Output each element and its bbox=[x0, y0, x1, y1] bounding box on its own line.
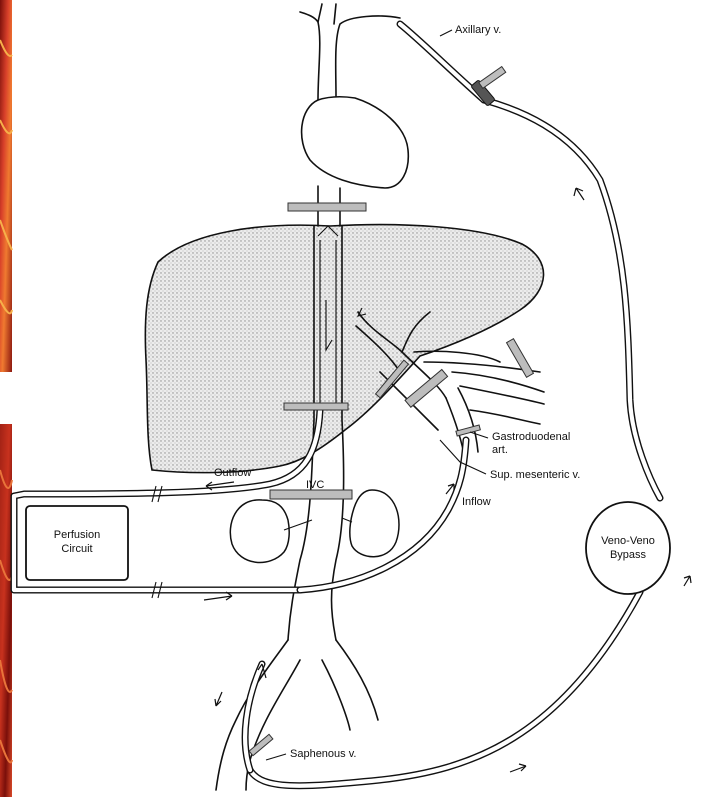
perfusion-label-line1: Perfusion bbox=[54, 529, 100, 541]
perfusion-circuit-box: Perfusion Circuit bbox=[26, 506, 128, 580]
clamp-suprahepatic-ivc bbox=[288, 203, 366, 211]
liver bbox=[145, 225, 543, 473]
perfusion-label-line2: Circuit bbox=[61, 543, 92, 555]
veno-veno-bypass-circle: Veno-Veno Bypass bbox=[586, 502, 670, 594]
tissue-photo-top bbox=[0, 0, 12, 372]
tube-break-marks bbox=[152, 486, 162, 598]
arrow-up-right-tube bbox=[574, 188, 584, 200]
arrow-bypass-out bbox=[684, 576, 691, 586]
clamp-saphenous bbox=[249, 734, 273, 755]
sup-mesenteric-label: Sup. mesenteric v. bbox=[490, 469, 580, 481]
inflow-label: Inflow bbox=[462, 496, 491, 508]
gastroduodenal-art-label: art. bbox=[492, 444, 508, 456]
heart bbox=[302, 97, 409, 188]
gastroduodenal-label: Gastroduodenal bbox=[492, 431, 570, 443]
saphenous-v-label: Saphenous v. bbox=[290, 748, 356, 760]
clamp-mesenteric bbox=[507, 339, 534, 378]
clamp-infrahepatic-ivc bbox=[284, 403, 348, 410]
arrow-left-iliac bbox=[215, 692, 222, 706]
bypass-label-line1: Veno-Veno bbox=[601, 535, 655, 547]
clamp-suprarenal-ivc bbox=[270, 490, 352, 499]
tissue-photo-bottom bbox=[0, 424, 12, 797]
kidneys bbox=[230, 490, 399, 562]
ivc-label: IVC bbox=[306, 479, 324, 491]
axillary-v-label: Axillary v. bbox=[455, 24, 501, 36]
bypass-label-line2: Bypass bbox=[610, 549, 647, 561]
clamp-axillary bbox=[479, 67, 506, 89]
arrow-saphenous-return bbox=[510, 764, 526, 772]
outflow-label: Outflow bbox=[214, 467, 251, 479]
